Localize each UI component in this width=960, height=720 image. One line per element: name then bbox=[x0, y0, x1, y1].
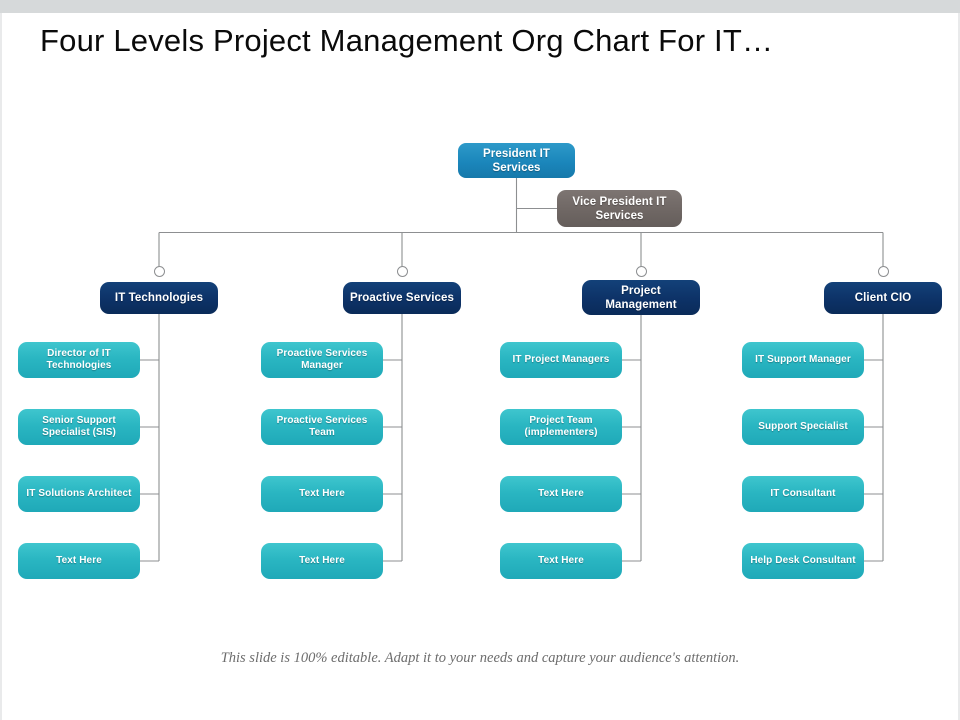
node-division-it-technologies[interactable]: IT Technologies bbox=[100, 282, 218, 314]
node-vice-president[interactable]: Vice President IT Services bbox=[557, 190, 682, 227]
node-division-client-cio[interactable]: Client CIO bbox=[824, 282, 942, 314]
node-report[interactable]: Help Desk Consultant bbox=[742, 543, 864, 579]
node-report[interactable]: Text Here bbox=[261, 476, 383, 512]
frame-right-edge bbox=[958, 13, 960, 720]
top-band bbox=[0, 0, 960, 13]
node-report[interactable]: IT Consultant bbox=[742, 476, 864, 512]
node-report[interactable]: IT Project Managers bbox=[500, 342, 622, 378]
node-report[interactable]: Text Here bbox=[500, 543, 622, 579]
frame-left-edge bbox=[0, 13, 2, 720]
connector-dot-icon bbox=[635, 266, 647, 277]
node-report[interactable]: Project Team (implementers) bbox=[500, 409, 622, 445]
node-report[interactable]: IT Solutions Architect bbox=[18, 476, 140, 512]
node-report[interactable]: Text Here bbox=[18, 543, 140, 579]
page-title: Four Levels Project Management Org Chart… bbox=[40, 23, 774, 58]
footer-note: This slide is 100% editable. Adapt it to… bbox=[220, 650, 740, 666]
node-report[interactable]: Text Here bbox=[261, 543, 383, 579]
connector-dot-icon bbox=[877, 266, 889, 277]
connector-dot-icon bbox=[153, 266, 165, 277]
node-report[interactable]: Director of IT Technologies bbox=[18, 342, 140, 378]
node-report[interactable]: Senior Support Specialist (SIS) bbox=[18, 409, 140, 445]
node-report[interactable]: Text Here bbox=[500, 476, 622, 512]
node-report[interactable]: Proactive Services Team bbox=[261, 409, 383, 445]
node-division-proactive-services[interactable]: Proactive Services bbox=[343, 282, 461, 314]
node-president[interactable]: President IT Services bbox=[458, 143, 575, 178]
node-report[interactable]: IT Support Manager bbox=[742, 342, 864, 378]
node-report[interactable]: Proactive Services Manager bbox=[261, 342, 383, 378]
connector-dot-icon bbox=[396, 266, 408, 277]
node-division-project-management[interactable]: Project Management bbox=[582, 280, 700, 315]
node-report[interactable]: Support Specialist bbox=[742, 409, 864, 445]
